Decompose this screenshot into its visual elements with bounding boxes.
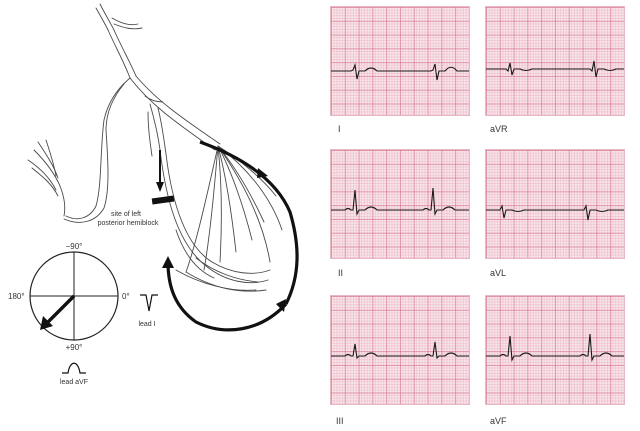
arrowhead-2: [276, 299, 286, 312]
ecg-trace-aVR: [486, 60, 624, 78]
arrowhead-1: [257, 168, 268, 178]
ecg-label-II: II: [338, 268, 344, 278]
ecg-trace-I: [331, 62, 469, 81]
conduction-system-diagram: site of left posterior hemiblock −90° 18…: [8, 3, 299, 386]
block-site-label-line2: posterior hemiblock: [98, 220, 159, 227]
ecg-label-aVR: aVR: [490, 124, 508, 134]
axis-vector-arrow: [44, 294, 76, 326]
axis-label-top: −90°: [66, 242, 83, 251]
ecg-trace-III: [331, 341, 469, 360]
ecg-label-aVF: aVF: [490, 416, 507, 426]
axis-label-bottom: +90°: [66, 343, 83, 352]
ecg-trace-aVF: [486, 333, 624, 363]
ecg-strip-aVL: [486, 150, 624, 258]
ecg-strip-aVF: [486, 296, 624, 404]
activation-arrows: [166, 140, 299, 332]
lead-avf-mini-waveform: [62, 362, 86, 374]
axis-label-left: 180°: [8, 292, 25, 301]
ecg-trace-II: [331, 187, 469, 217]
axis-label-right: 0°: [122, 292, 130, 301]
axis-vector-arrowhead: [40, 316, 53, 330]
block-site-label-line1: site of left: [111, 211, 141, 218]
conduction-fibers: [27, 3, 283, 292]
lead-i-caption: lead I: [138, 321, 155, 328]
ecg-strip-III: [331, 296, 469, 404]
ecg-label-I: I: [338, 124, 341, 134]
lead-avf-caption: lead aVF: [60, 379, 88, 386]
hemiblock-site-bar: [151, 195, 175, 205]
ecg-label-aVL: aVL: [490, 268, 507, 278]
ecg-strip-I: [331, 7, 469, 115]
ecg-trace-aVL: [486, 204, 624, 221]
arrowhead-3: [162, 256, 174, 268]
ecg-strip-II: [331, 150, 469, 258]
ecg-strip-aVR: [486, 7, 624, 115]
lead-i-mini-waveform: [140, 294, 158, 312]
ecg-label-III: III: [336, 416, 344, 426]
axis-circle: [29, 251, 119, 341]
block-arrow: [156, 150, 164, 192]
